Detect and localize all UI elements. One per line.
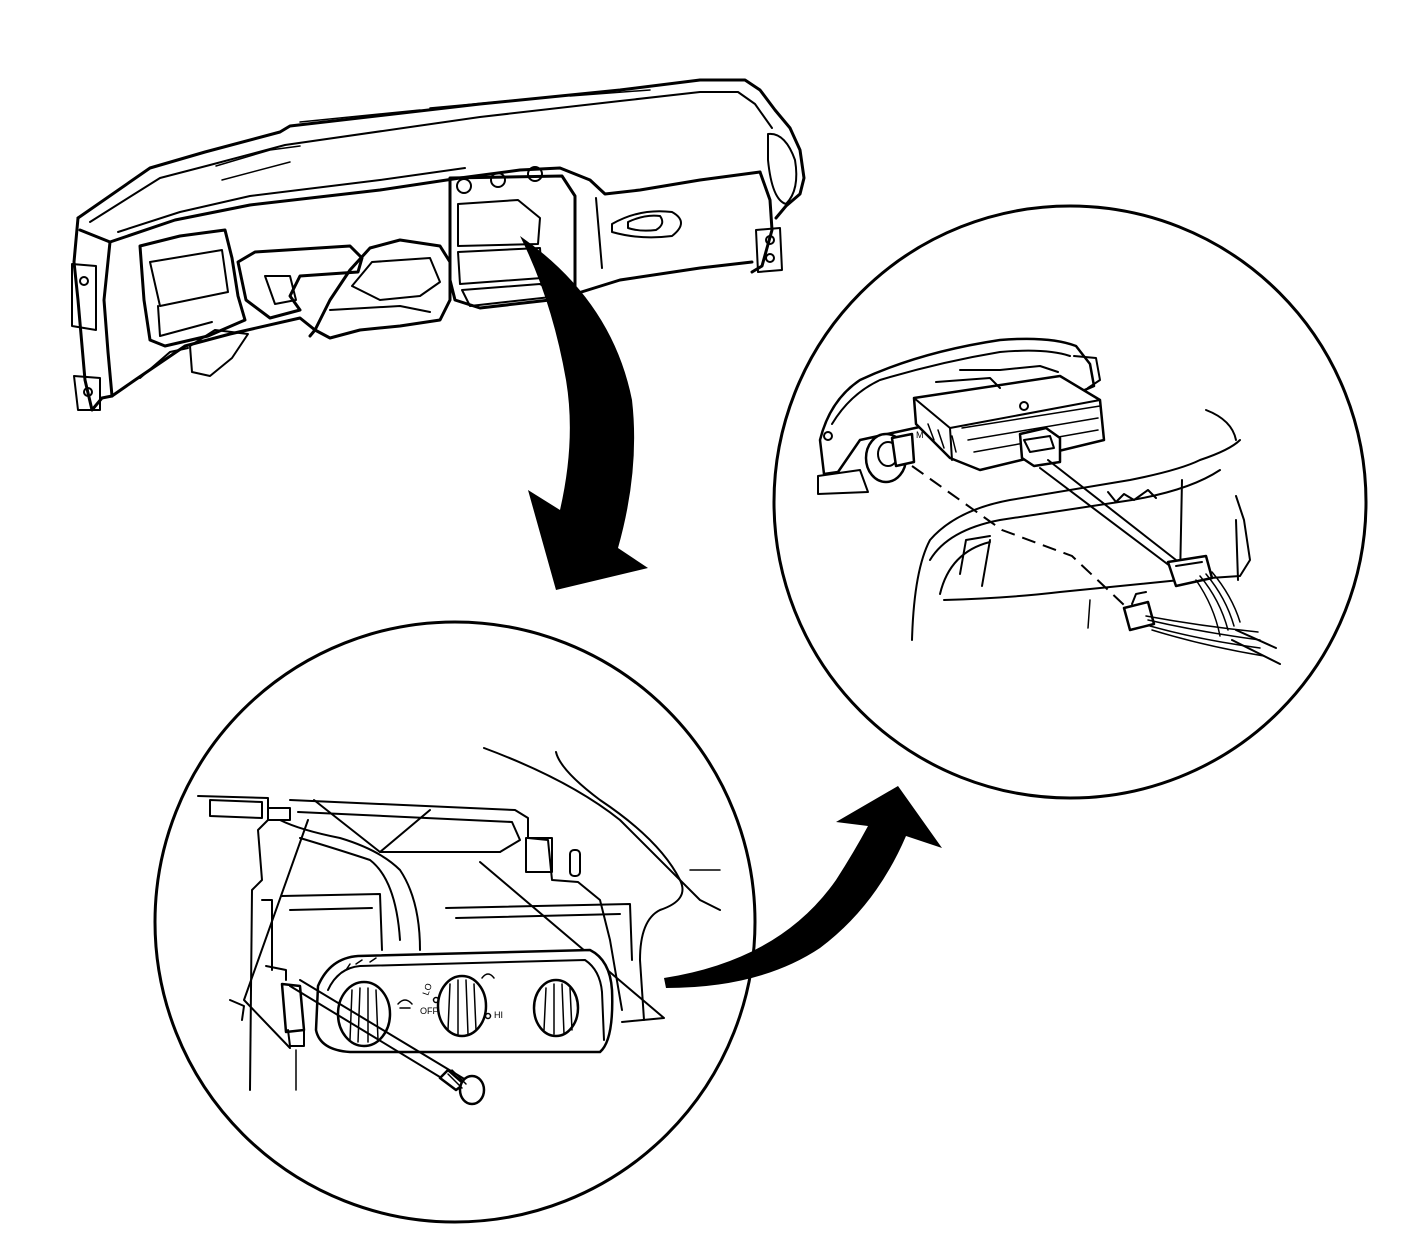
fan-lo-label: LO xyxy=(420,982,434,997)
arrow-right xyxy=(664,786,942,988)
fan-hi-label: HI xyxy=(494,1010,503,1020)
arrow-down xyxy=(520,236,648,590)
detail-circle-connectors: M xyxy=(772,204,1368,800)
detail-circle-control-head: OFF LO HI xyxy=(153,620,757,1224)
svg-text:M: M xyxy=(916,430,924,440)
fan-off-label: OFF xyxy=(420,1006,438,1016)
instrument-panel xyxy=(71,78,806,412)
